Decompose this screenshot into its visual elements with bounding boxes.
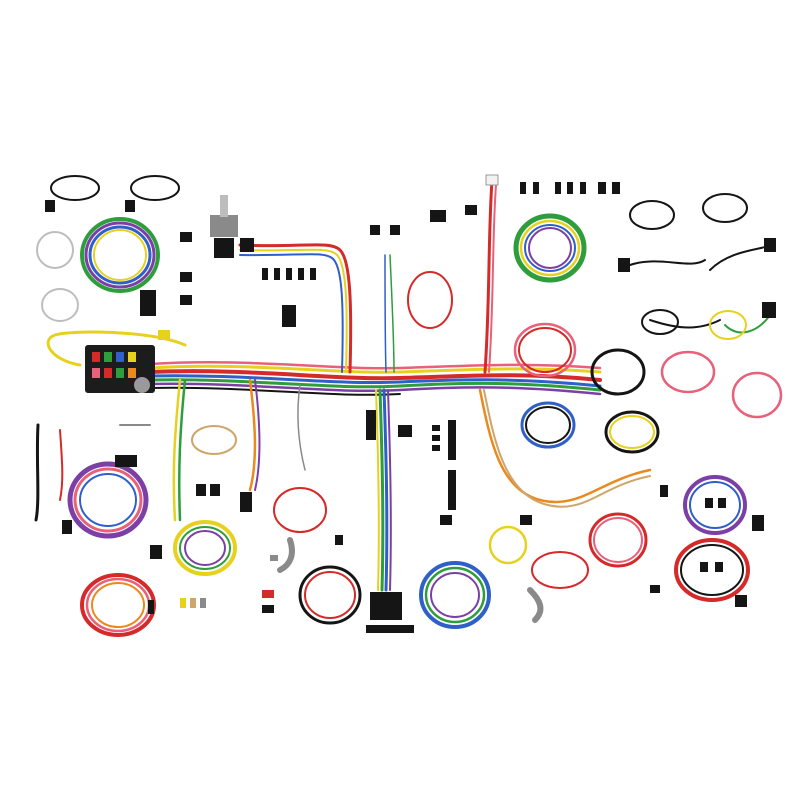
black-loops-right <box>520 309 747 454</box>
thin-center-wires <box>119 254 453 471</box>
small-black-cables-upper-left <box>45 175 180 212</box>
lower-right-coils <box>674 475 750 602</box>
headlight-switch <box>210 195 254 258</box>
loose-connectors <box>148 182 764 614</box>
fuse-block <box>46 330 187 393</box>
branch-center-down <box>366 388 414 633</box>
left-misc-parts <box>34 423 162 559</box>
branch-left-down <box>172 378 261 522</box>
connector <box>115 455 137 467</box>
white-pigtail-loops-left <box>36 231 79 322</box>
connector-row <box>366 625 414 633</box>
dash-sub-harness-coil <box>80 217 160 316</box>
connector <box>485 174 499 186</box>
black-pigtails-upper-right <box>618 193 776 334</box>
red-branch-upper <box>483 174 499 374</box>
engine-sub-harness-coil <box>513 213 587 283</box>
main-trunk-harness <box>148 361 602 396</box>
branch-to-headlight-switch <box>238 243 353 374</box>
branch-right-rear <box>478 388 652 508</box>
lower-mid-right-coils <box>419 512 648 629</box>
pink-coil-right <box>513 322 783 419</box>
flasher-relay <box>134 377 150 393</box>
connector <box>140 290 156 316</box>
connector-bank <box>370 592 402 620</box>
